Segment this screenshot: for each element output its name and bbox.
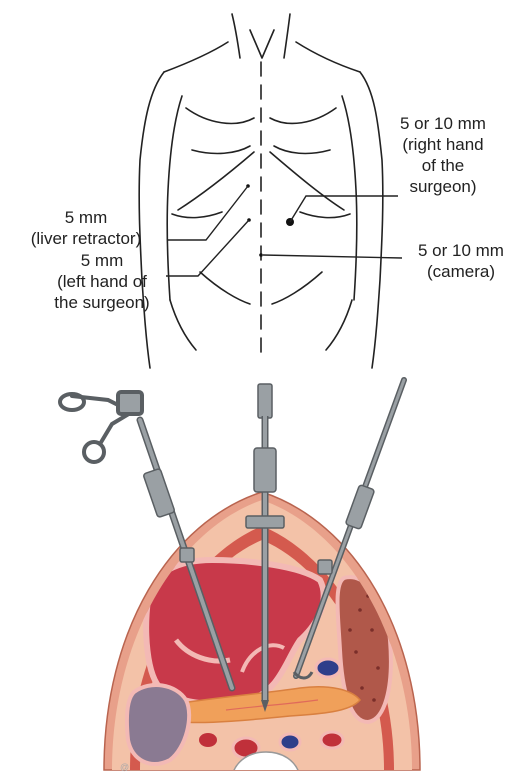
label-line: 5 mm	[36, 250, 168, 271]
label-line: 5 or 10 mm	[384, 113, 502, 134]
leader-lines	[166, 186, 402, 276]
label-line: 5 mm	[10, 207, 162, 228]
label-right-hand-port: 5 or 10 mm (right hand of the surgeon)	[384, 113, 502, 197]
label-line: of the	[384, 155, 502, 176]
leader-liver	[168, 186, 248, 240]
torso-outline	[139, 14, 383, 368]
label-liver-retractor-port: 5 mm (liver retractor)	[10, 207, 162, 249]
svg-text:@: @	[120, 762, 129, 772]
liver-lobe	[127, 685, 189, 764]
label-camera-port: 5 or 10 mm (camera)	[405, 240, 517, 282]
label-line: the surgeon)	[36, 292, 168, 313]
vessel-blue-lower	[280, 734, 300, 750]
label-line: 5 or 10 mm	[405, 240, 517, 261]
aorta	[199, 733, 217, 747]
port-camera-marker	[259, 253, 263, 257]
label-line: (right hand	[384, 134, 502, 155]
label-line: surgeon)	[384, 176, 502, 197]
label-line: (left hand of	[36, 271, 168, 292]
port-markers	[246, 184, 294, 257]
label-line: (liver retractor)	[10, 228, 162, 249]
label-line: (camera)	[405, 261, 517, 282]
label-left-hand-port: 5 mm (left hand of the surgeon)	[36, 250, 168, 313]
vessel-red-right	[321, 732, 343, 748]
leader-left-hand	[166, 220, 249, 276]
grasper-handle	[60, 392, 142, 462]
vessel-blue-upper	[316, 659, 340, 677]
